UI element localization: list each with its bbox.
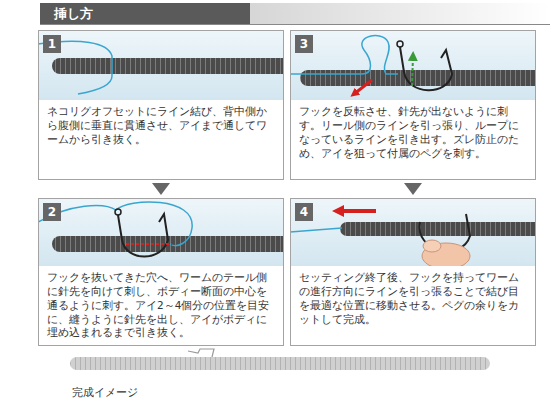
step-caption: セッティング終了後、フックを持ってワームの進行方向にラインを引っ張ることで結び目… xyxy=(299,271,527,326)
step-caption: フックを抜いてきた穴へ、ワームのテール側に針先を向けて刺し、ボディー断面の中心を… xyxy=(47,271,275,340)
worm xyxy=(52,58,284,74)
section-title: 挿し方 xyxy=(40,3,250,24)
step1-illustration xyxy=(38,41,284,94)
worm xyxy=(300,70,536,86)
step-number: 4 xyxy=(295,203,313,221)
step3-illustration xyxy=(290,36,536,94)
completed-illustration xyxy=(70,349,490,370)
hook xyxy=(118,214,168,257)
step-number: 2 xyxy=(43,203,61,221)
step-arrow xyxy=(404,183,422,195)
fishing-line xyxy=(38,202,192,246)
step-number: 1 xyxy=(43,35,61,53)
hook xyxy=(188,349,214,357)
panel-ground xyxy=(38,198,284,266)
worm xyxy=(70,357,490,370)
image-label: 完成イメージ xyxy=(72,386,138,400)
panel-ground xyxy=(290,30,536,100)
thumb xyxy=(423,240,441,252)
fishing-line xyxy=(290,228,342,232)
step-panel: 3 フックを反転させ、針先が出ないように刺す。リール側のラインを引っ張り、ループに… xyxy=(290,30,536,180)
header-rule xyxy=(40,24,550,25)
green-arrow xyxy=(412,56,413,86)
red-guide xyxy=(126,243,172,245)
step-panel: 2 フックを抜いてきた穴へ、ワームのテール側に針先を向けて刺し、ボディー断面の中心… xyxy=(38,198,284,346)
step-caption: ネコリグオフセットにライン結び、背中側から腹側に垂直に貫通させ、アイまで通してワ… xyxy=(47,105,275,147)
step-panel: 1 ネコリグオフセットにライン結び、背中側から腹側に垂直に貫通させ、アイまで通して… xyxy=(38,30,284,180)
red-arrow xyxy=(354,80,372,94)
step-panel: 4 セッティング終了後、フックを持ってワームの進行方向にラインを引っ張ることで結び… xyxy=(290,198,536,346)
worm xyxy=(340,222,536,236)
header-bar xyxy=(250,3,550,24)
hook xyxy=(400,47,452,90)
hook-eye xyxy=(397,41,403,47)
step4-illustration xyxy=(290,211,536,266)
fishing-line-loop xyxy=(290,36,398,74)
step-arrow xyxy=(152,183,170,195)
step2-illustration xyxy=(38,202,284,257)
red-arrow xyxy=(338,209,376,213)
hook-eye xyxy=(115,209,121,215)
step-number: 3 xyxy=(295,35,313,53)
step-caption: フックを反転させ、針先が出ないように刺す。リール側のラインを引っ張り、ループにな… xyxy=(299,105,527,160)
